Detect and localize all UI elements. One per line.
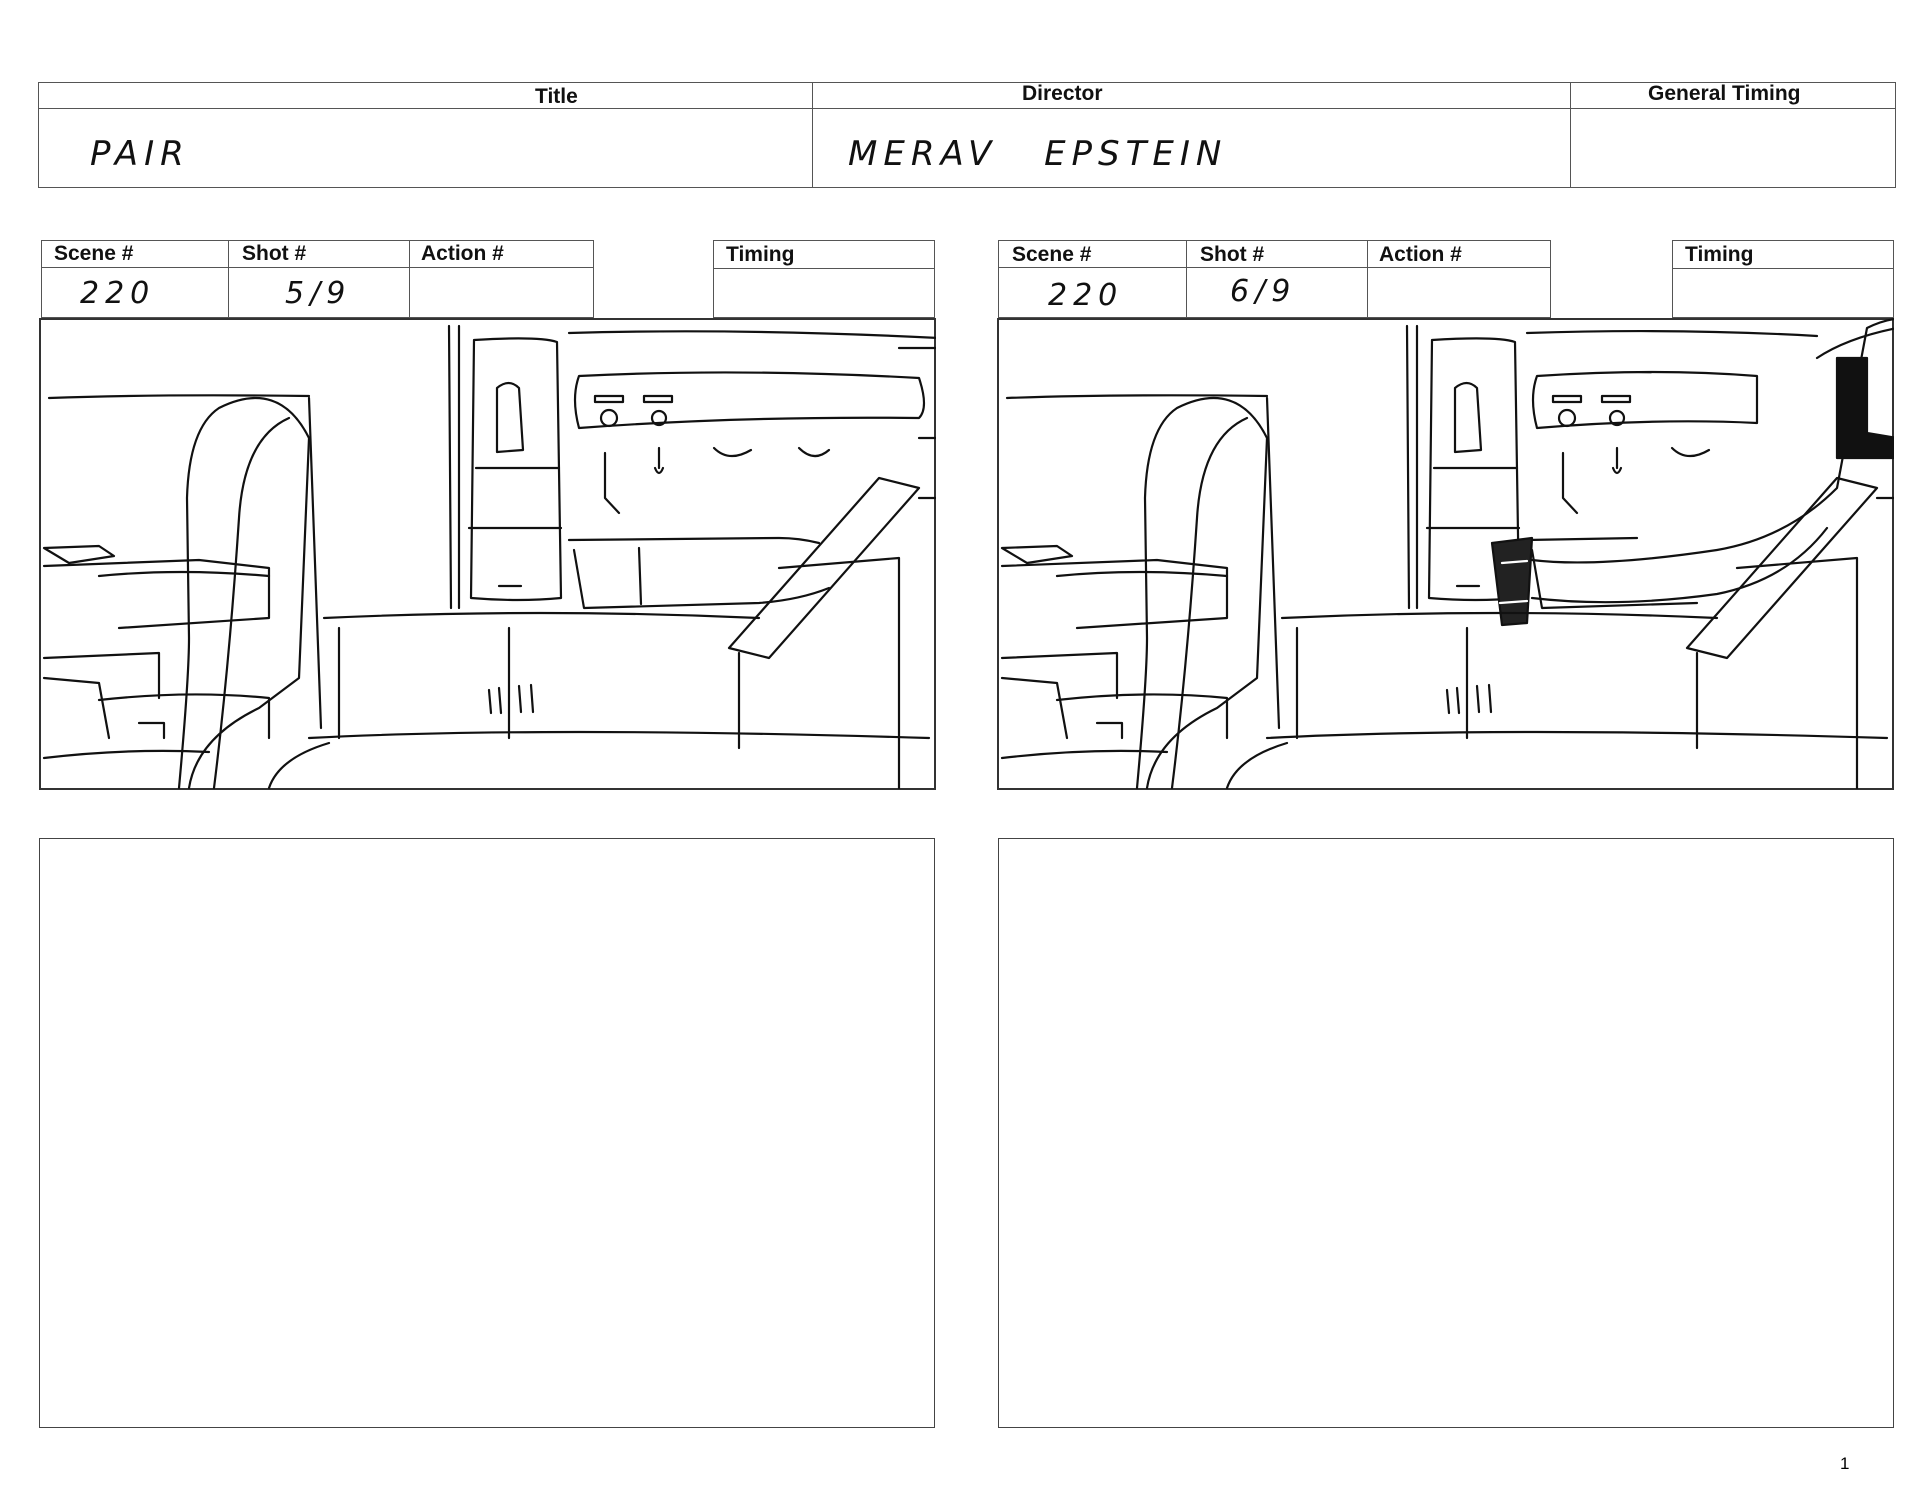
panel-1-shot-value[interactable]: 5/9 — [285, 276, 352, 311]
panel-2-scene-label: Scene # — [1012, 243, 1092, 266]
page-number: 1 — [1840, 1454, 1850, 1473]
panel-2-info-col-2 — [1367, 240, 1368, 318]
panel-1-frame[interactable] — [39, 318, 936, 790]
panel-1-shot-label: Shot # — [242, 242, 307, 265]
title-label: Title — [535, 85, 578, 108]
panel-2-sketch — [1000, 318, 1894, 790]
header-col-divider-2 — [1570, 82, 1571, 188]
panel-2-timing-divider — [1672, 268, 1894, 269]
panel-2-frame[interactable] — [997, 318, 1894, 790]
panel-3-frame[interactable] — [39, 838, 935, 1428]
panel-2-action-label: Action # — [1379, 243, 1462, 266]
title-value[interactable]: PAIR — [90, 134, 190, 174]
panel-1-info-col-1 — [228, 240, 229, 318]
panel-4-frame[interactable] — [998, 838, 1894, 1428]
panel-2-timing-box — [1672, 240, 1894, 318]
panel-2-info-col-1 — [1186, 240, 1187, 318]
panel-2-info-divider — [998, 267, 1551, 268]
panel-1-info-col-2 — [409, 240, 410, 318]
header-divider — [38, 108, 1896, 109]
panel-2-timing-label: Timing — [1685, 243, 1754, 266]
panel-2-shot-value[interactable]: 6/9 — [1230, 274, 1297, 309]
panel-1-sketch — [42, 324, 936, 790]
header-col-divider-1 — [812, 82, 813, 188]
panel-1-action-label: Action # — [421, 242, 504, 265]
director-value[interactable]: MERAV EPSTEIN — [848, 134, 1228, 174]
director-label: Director — [1022, 82, 1103, 105]
panel-1-scene-label: Scene # — [54, 242, 134, 265]
panel-1-scene-value[interactable]: 220 — [80, 276, 156, 311]
panel-1-timing-divider — [713, 268, 935, 269]
panel-1-info-table — [41, 240, 594, 318]
header-table — [38, 82, 1896, 188]
panel-1-timing-box — [713, 240, 935, 318]
general-timing-label: General Timing — [1648, 82, 1801, 105]
panel-1-info-divider — [41, 267, 594, 268]
panel-2-info-table — [998, 240, 1551, 318]
panel-2-shot-label: Shot # — [1200, 243, 1265, 266]
panel-2-scene-value[interactable]: 220 — [1048, 278, 1124, 313]
panel-1-timing-label: Timing — [726, 243, 795, 266]
